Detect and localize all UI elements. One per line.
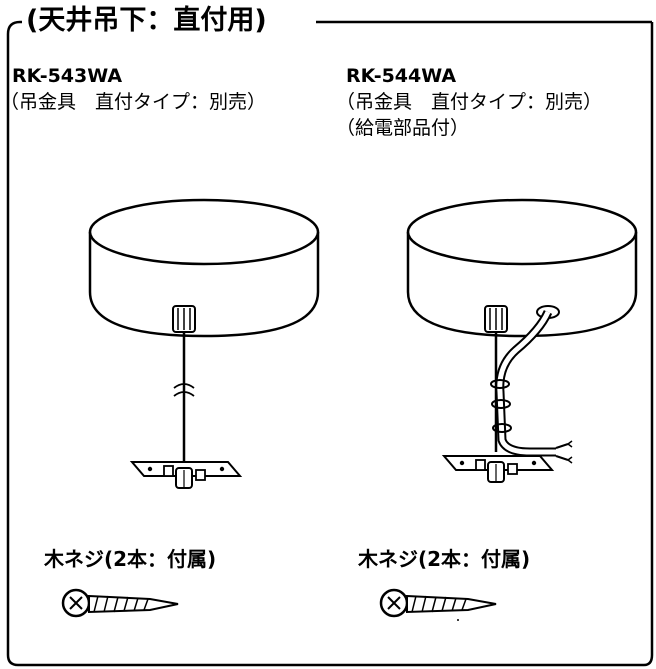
- right-wood-screw-icon: [379, 588, 497, 618]
- stray-dot: [457, 619, 459, 621]
- left-cord-bushing: [172, 305, 196, 333]
- left-mounting-plate: [129, 461, 243, 489]
- right-cord-bushing: [484, 305, 508, 333]
- section-frame: [6, 20, 654, 667]
- right-model-note-power: （給電部品付）: [336, 117, 470, 139]
- section-title: (天井吊下：直付用): [22, 4, 271, 38]
- left-model-note: （吊金具 直付タイプ：別売）: [0, 91, 267, 113]
- right-ceiling-canopy: [406, 198, 638, 338]
- left-wire-break-mark: [173, 383, 195, 397]
- left-model-number: RK-543WA: [12, 65, 123, 87]
- right-mounting-plate: [441, 455, 555, 483]
- right-power-cable: [490, 310, 573, 464]
- left-screw-label: 木ネジ(2本：付属): [44, 547, 217, 571]
- left-wood-screw-icon: [61, 588, 179, 618]
- right-screw-label: 木ネジ(2本：付属): [358, 547, 531, 571]
- right-model-number: RK-544WA: [346, 65, 457, 87]
- left-ceiling-canopy: [88, 198, 320, 338]
- right-model-note: （吊金具 直付タイプ：別売）: [336, 91, 603, 113]
